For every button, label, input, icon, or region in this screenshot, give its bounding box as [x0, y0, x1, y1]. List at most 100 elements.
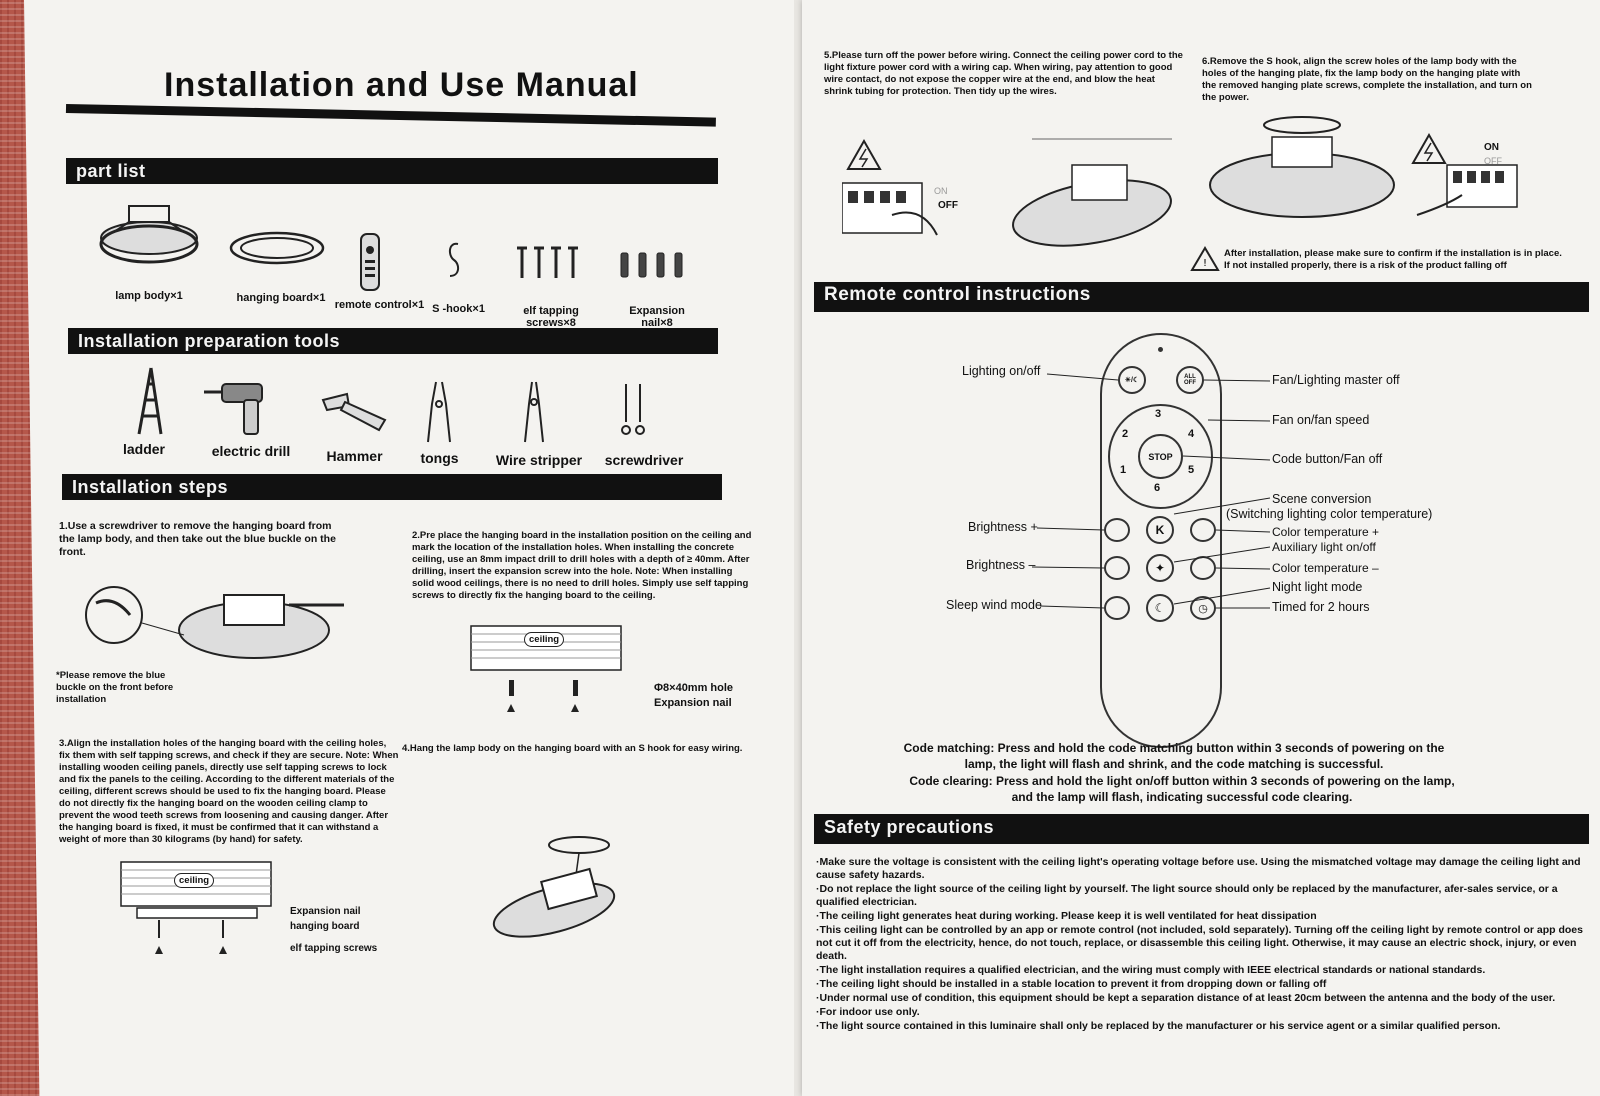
tools-banner: Installation preparation tools: [68, 328, 718, 354]
auxiliary-light-button[interactable]: ✦: [1146, 554, 1174, 582]
ladder-icon: [129, 366, 169, 436]
bulb-icon: ✦: [1154, 561, 1166, 575]
tool-label: Wire stripper: [495, 452, 583, 468]
manual-page-left: Installation and Use Manual part list la…: [24, 0, 794, 1096]
part-list-banner: part list: [66, 158, 718, 184]
label-brightness-plus: Brightness +: [968, 520, 1038, 534]
step-5-illustration: [842, 135, 1192, 265]
safety-item: ·Do not replace the light source of the …: [816, 883, 1558, 908]
safety-list: ·Make sure the voltage is consistent wit…: [816, 856, 1586, 1034]
part-label: remote control×1: [334, 299, 425, 311]
label-code-button: Code button/Fan off: [1272, 452, 1383, 466]
s3-hanging-board-label: hanging board: [290, 921, 360, 932]
step-4-text: 4.Hang the lamp body on the hanging boar…: [402, 743, 743, 754]
s-hook-icon: [444, 240, 464, 280]
light-toggle-button[interactable]: ☀/☾: [1118, 366, 1146, 394]
manual-title: Installation and Use Manual: [164, 66, 639, 104]
tool-label: electric drill: [211, 443, 291, 459]
s3-expansion-nail-label: Expansion nail: [290, 906, 361, 917]
label-master-off: Fan/Lighting master off: [1272, 373, 1400, 387]
speed-3-button[interactable]: 3: [1155, 408, 1162, 420]
brightness-minus-button[interactable]: [1104, 556, 1130, 580]
tongs-icon: [424, 380, 454, 445]
part-label: Expansion nail×8: [629, 305, 685, 329]
label-scene-conversion: Scene conversion: [1272, 492, 1372, 506]
color-temp-plus-button[interactable]: [1190, 518, 1216, 542]
tool-label: Hammer: [326, 448, 383, 464]
label-color-temp-plus: Color temperature +: [1272, 525, 1380, 539]
s3-screws-label: elf tapping screws: [290, 943, 378, 954]
page-gap: [794, 0, 802, 1096]
expansion-nail-label: Expansion nail: [654, 697, 732, 709]
ceiling-label-2: ceiling: [174, 873, 215, 888]
off-label-2: OFF: [1484, 156, 1502, 166]
wire-stripper-icon: [519, 380, 549, 445]
ceiling-label: ceiling: [524, 632, 565, 647]
speed-2-button[interactable]: 2: [1122, 428, 1129, 440]
ir-sensor-dot: [1158, 347, 1163, 352]
steps-banner: Installation steps: [62, 474, 722, 500]
on-label: ON: [934, 186, 948, 196]
label-fan-speed: Fan on/fan speed: [1272, 413, 1370, 427]
speed-5-button[interactable]: 5: [1188, 464, 1195, 476]
on-label-2: ON: [1484, 142, 1499, 153]
safety-item: ·For indoor use only.: [816, 1006, 920, 1018]
part-label: S -hook×1: [432, 303, 485, 315]
tool-label: tongs: [420, 450, 459, 466]
scene-conversion-button[interactable]: K: [1146, 516, 1174, 544]
safety-item: ·The light source contained in this lumi…: [816, 1020, 1501, 1032]
safety-item: ·This ceiling light can be controlled by…: [816, 924, 1583, 962]
step-6-illustration: [1207, 115, 1537, 245]
label-night-light: Night light mode: [1272, 580, 1363, 594]
tool-label: ladder: [122, 441, 165, 457]
step-1-illustration: [74, 565, 354, 675]
remote-banner: Remote control instructions: [814, 282, 1589, 312]
step-3-text: 3.Align the installation holes of the ha…: [59, 738, 399, 845]
safety-item: ·Make sure the voltage is consistent wit…: [816, 856, 1581, 881]
brightness-plus-button[interactable]: [1104, 518, 1130, 542]
speed-1-button[interactable]: 1: [1120, 464, 1127, 476]
lamp-body-icon: [94, 200, 204, 275]
all-off-button[interactable]: ALL OFF: [1176, 366, 1204, 394]
label-color-temp-minus: Color temperature –: [1272, 561, 1379, 575]
speed-6-button[interactable]: 6: [1154, 482, 1161, 494]
speed-4-button[interactable]: 4: [1188, 428, 1195, 440]
safety-item: ·Under normal use of condition, this equ…: [816, 992, 1556, 1004]
drill-icon: [204, 380, 274, 440]
svg-text:!: !: [1203, 258, 1207, 269]
off-label: OFF: [938, 200, 958, 211]
callout-lines: [1031, 373, 1271, 609]
step-4-illustration: [484, 835, 644, 945]
title-rule: [65, 104, 716, 127]
clock-icon: ◷: [1198, 602, 1208, 615]
step-2-text: 2.Pre place the hanging board in the ins…: [412, 530, 752, 601]
tool-label: screwdriver: [604, 452, 684, 468]
safety-item: ·The ceiling light should be installed i…: [816, 978, 1327, 990]
remote-control-icon: [358, 232, 382, 292]
hammer-icon: [319, 390, 389, 435]
manual-page-right: 5.Please turn off the power before wirin…: [802, 0, 1600, 1096]
label-lighting-on-off: Lighting on/off: [962, 364, 1041, 378]
safety-item: ·The light installation requires a quali…: [816, 964, 1486, 976]
warning-text: After installation, please make sure to …: [1224, 248, 1562, 271]
part-label: hanging board×1: [236, 292, 326, 304]
safety-banner: Safety precautions: [814, 814, 1589, 844]
hanging-board-icon: [227, 228, 327, 268]
label-sleep-wind: Sleep wind mode: [946, 598, 1042, 612]
code-clearing-text: Code clearing: Press and hold the light …: [909, 774, 1455, 804]
label-timer: Timed for 2 hours: [1272, 600, 1370, 614]
timer-button[interactable]: ◷: [1190, 596, 1216, 620]
part-label: elf tapping screws×8: [523, 305, 579, 329]
stop-code-button[interactable]: STOP: [1138, 434, 1183, 479]
sleep-wind-button[interactable]: [1104, 596, 1130, 620]
screwdriver-icon: [618, 382, 648, 442]
step-1-text: 1.Use a screwdriver to remove the hangin…: [59, 520, 336, 558]
night-light-button[interactable]: ☾: [1146, 594, 1174, 622]
warning-icon: !: [1190, 246, 1220, 272]
code-matching-text: Code matching: Press and hold the code m…: [903, 741, 1445, 771]
expansion-nail-icon: [617, 250, 687, 280]
step-1-note: *Please remove the blue buckle on the fr…: [56, 670, 174, 705]
moon-icon: ☾: [1154, 601, 1166, 615]
hole-label: Φ8×40mm hole: [654, 682, 734, 694]
label-brightness-minus: Brightness –: [966, 558, 1036, 572]
